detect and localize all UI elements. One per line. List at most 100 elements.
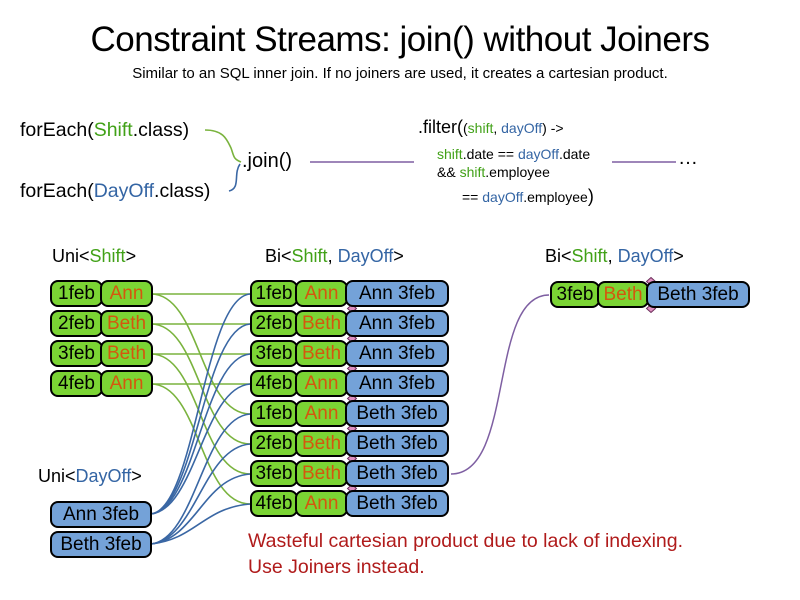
shift-employee-cell: Ann (295, 490, 348, 517)
shift-date-cell: 2feb (250, 430, 298, 457)
dayoff-arg-token: dayOff (482, 189, 524, 205)
code-text: forEach( (20, 180, 94, 202)
dayoff-type-token: DayOff (75, 466, 132, 486)
code-text: .employee (523, 189, 588, 205)
dayoff-cell: Ann 3feb (345, 280, 449, 307)
code-filter-line3: && shift.employee (437, 164, 550, 180)
brace-dayoff-line (228, 163, 241, 192)
dayoff-wire (150, 413, 251, 545)
shift-arg-token: shift (437, 146, 463, 162)
dayoff-wire (150, 443, 251, 545)
code-text: , (493, 120, 502, 136)
shift-date-cell: 3feb (50, 340, 103, 367)
code-text: .date (558, 146, 591, 162)
shift-type-token: Shift (571, 246, 608, 266)
shift-employee-cell: Beth (295, 310, 348, 337)
header-text: Uni< (38, 466, 76, 486)
code-text: forEach( (20, 119, 94, 141)
dayoff-cell: Beth 3feb (345, 460, 449, 487)
header-text: Uni< (52, 246, 90, 266)
shift-employee-cell: Beth (295, 340, 348, 367)
code-filter-line2: shift.date == dayOff.date (437, 146, 590, 162)
shift-date-cell: 3feb (550, 281, 600, 308)
shift-employee-cell: Ann (295, 400, 348, 427)
code-foreach-dayoff: forEach(DayOff.class) (20, 180, 210, 203)
shift-arg-token: shift (459, 164, 486, 180)
shift-date-cell: 4feb (50, 370, 103, 397)
filter-fn-token: .filter( (418, 117, 463, 137)
code-text: .employee (485, 164, 550, 180)
shift-employee-cell: Beth (100, 310, 153, 337)
dayoff-wire (150, 293, 251, 515)
dayoff-wire (150, 473, 251, 545)
code-filter-line4: == dayOff.employee) (462, 186, 594, 207)
filter-result-wire (450, 294, 550, 475)
shift-arg-token: shift (467, 120, 494, 136)
shift-date-cell: 2feb (50, 310, 103, 337)
dayoff-cell: Beth 3feb (646, 281, 750, 308)
shift-date-cell: 1feb (250, 280, 298, 307)
warning-line2: Use Joiners instead. (248, 556, 425, 578)
warning-line1: Wasteful cartesian product due to lack o… (248, 530, 684, 552)
dayoff-wire (150, 383, 251, 515)
shift-type-token: Shift (291, 246, 328, 266)
shift-class-token: Shift (93, 119, 133, 141)
shift-date-cell: 2feb (250, 310, 298, 337)
shift-employee-cell: Beth (597, 281, 649, 308)
shift-date-cell: 4feb (250, 490, 298, 517)
dayoff-cell: Ann 3feb (345, 370, 449, 397)
header-text: , (607, 246, 618, 266)
shift-wire (150, 323, 251, 445)
uni-dayoff-row: Ann 3feb (50, 501, 152, 528)
shift-date-cell: 1feb (250, 400, 298, 427)
shift-date-cell: 1feb (50, 280, 103, 307)
shift-type-token: Shift (89, 246, 126, 266)
dayoff-cell: Ann 3feb (345, 340, 449, 367)
uni-dayoff-row: Beth 3feb (50, 531, 152, 558)
warning-text: Wasteful cartesian product due to lack o… (248, 528, 683, 580)
shift-date-cell: 4feb (250, 370, 298, 397)
shift-employee-cell: Beth (295, 460, 348, 487)
dayoff-cell: Ann 3feb (50, 501, 152, 528)
dayoff-cell: Beth 3feb (345, 400, 449, 427)
shift-employee-cell: Beth (295, 430, 348, 457)
header-text: Bi< (265, 246, 292, 266)
dayoff-type-token: DayOff (337, 246, 394, 266)
bi-header-middle: Bi<Shift, DayOff> (265, 246, 404, 267)
dayoff-wire (150, 323, 251, 515)
bi-header-right: Bi<Shift, DayOff> (545, 246, 684, 267)
code-text: == (462, 189, 483, 205)
code-text: && (437, 164, 460, 180)
brace-shift-line (204, 129, 242, 163)
shift-wire (150, 353, 251, 475)
continuation-ellipsis: … (678, 147, 698, 169)
shift-employee-cell: Ann (100, 280, 153, 307)
code-text: .class) (132, 119, 190, 141)
header-text: , (327, 246, 338, 266)
dayoff-cell: Beth 3feb (50, 531, 152, 558)
dayoff-cell: Beth 3feb (345, 430, 449, 457)
code-text: ( (463, 120, 468, 136)
uni-shift-header: Uni<Shift> (52, 246, 136, 267)
code-text: ) -> (542, 120, 564, 136)
header-text: Bi< (545, 246, 572, 266)
header-text: > (131, 466, 142, 486)
page-subtitle: Similar to an SQL inner join. If no join… (132, 65, 668, 82)
dayoff-arg-token: dayOff (517, 146, 559, 162)
header-text: > (673, 246, 684, 266)
code-join: .join() (242, 150, 293, 172)
dayoff-wire (150, 353, 251, 515)
